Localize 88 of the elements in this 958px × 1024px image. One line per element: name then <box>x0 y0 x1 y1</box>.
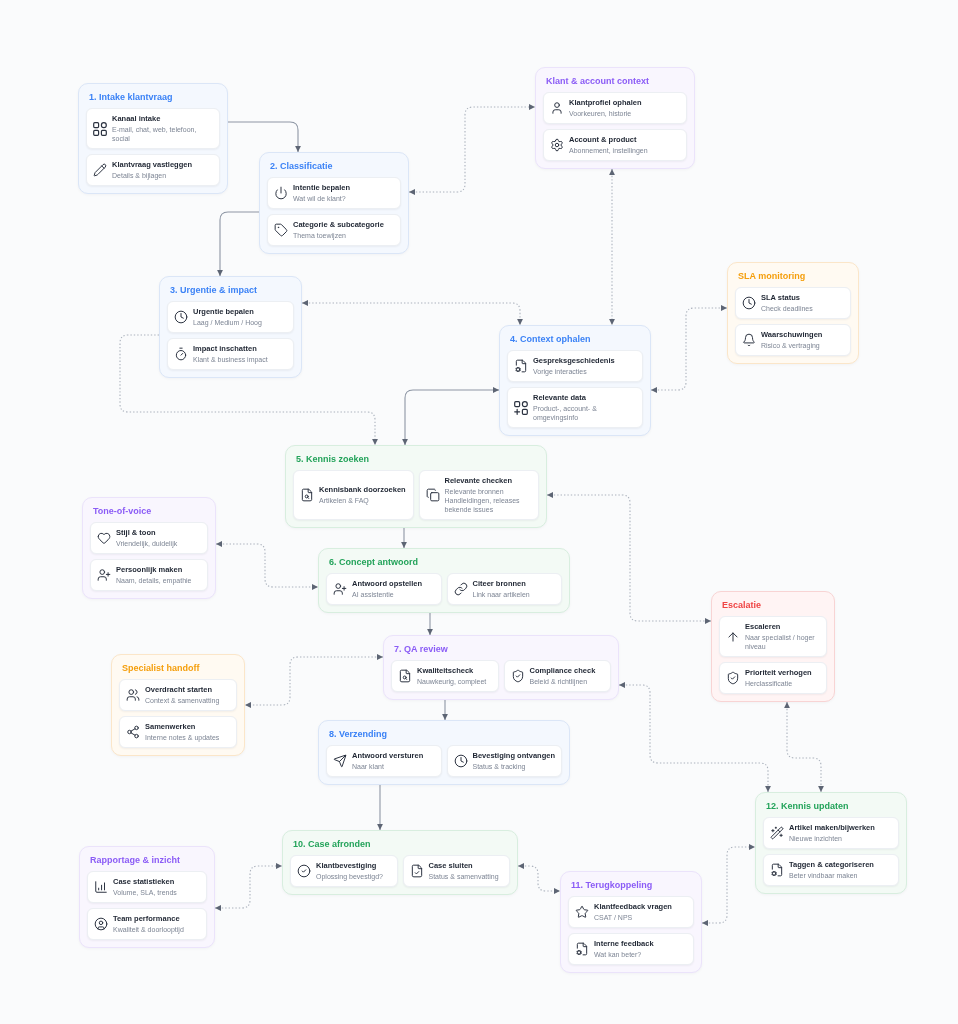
dotted-connector <box>119 334 378 446</box>
step-card <box>86 154 220 186</box>
panel-heading: SLA monitoring <box>737 270 807 283</box>
arrow <box>402 387 500 446</box>
arrow <box>442 699 448 721</box>
step-card <box>507 350 643 382</box>
step-card <box>86 108 220 149</box>
step-card <box>735 324 851 356</box>
panel-heading: 6. Concept antwoord <box>328 556 419 569</box>
step-panel <box>560 871 702 973</box>
step-card <box>719 616 827 657</box>
arrow <box>377 784 383 831</box>
step-panel <box>259 152 409 254</box>
step-panel <box>159 276 302 378</box>
step-card <box>290 855 398 887</box>
step-panel <box>111 654 245 756</box>
dotted-connector <box>301 300 523 326</box>
panel-heading: 5. Kennis zoeken <box>295 453 371 466</box>
step-panel <box>711 591 835 702</box>
step-card <box>543 92 687 124</box>
dotted-connector <box>546 492 712 624</box>
step-panel <box>282 830 518 895</box>
dotted-connector <box>784 701 824 793</box>
dotted-connector <box>517 863 561 894</box>
panel-heading: 2. Classificatie <box>269 160 334 173</box>
panel-heading: 4. Context ophalen <box>509 333 592 346</box>
step-card <box>119 679 237 711</box>
step-panel <box>383 635 619 700</box>
step-panel <box>79 846 215 948</box>
panel-heading: 10. Case afronden <box>292 838 372 851</box>
panel-heading: 12. Kennis updaten <box>765 800 850 813</box>
step-card <box>90 559 208 591</box>
step-card <box>446 745 562 777</box>
panel-heading: Tone-of-voice <box>92 505 153 518</box>
step-card <box>167 338 294 370</box>
step-panel <box>499 325 651 436</box>
step-card <box>402 855 510 887</box>
panel-heading: 11. Terugkoppeling <box>570 879 654 892</box>
step-card <box>326 745 442 777</box>
dotted-connector <box>701 844 756 926</box>
step-panel <box>318 548 570 613</box>
panel-heading: 7. QA review <box>393 643 449 656</box>
dotted-connector <box>244 654 384 708</box>
step-panel <box>727 262 859 364</box>
panel-heading: Klant & account context <box>545 75 650 88</box>
arrow <box>217 211 260 277</box>
step-card <box>391 660 499 692</box>
step-card <box>326 573 442 605</box>
step-card <box>763 817 899 849</box>
step-card <box>87 871 207 903</box>
panel-heading: Specialist handoff <box>121 662 201 675</box>
step-card <box>568 933 694 965</box>
dotted-connector <box>215 541 319 590</box>
step-card <box>719 662 827 694</box>
step-card <box>446 573 562 605</box>
step-card <box>568 896 694 928</box>
step-card <box>503 660 611 692</box>
step-panel <box>82 497 216 599</box>
dotted-connector <box>609 168 615 326</box>
step-card <box>735 287 851 319</box>
panel-heading: Escalatie <box>721 599 763 612</box>
step-card <box>267 214 401 246</box>
arrow <box>227 121 301 153</box>
step-panel <box>755 792 907 894</box>
panel-heading: 8. Verzending <box>328 728 389 741</box>
step-card <box>543 129 687 161</box>
dotted-connector <box>650 305 728 393</box>
arrow <box>427 612 433 636</box>
step-card <box>267 177 401 209</box>
step-panel <box>318 720 570 785</box>
step-card <box>507 387 643 428</box>
step-card <box>167 301 294 333</box>
dotted-connector <box>618 682 771 793</box>
dotted-connector <box>214 863 283 911</box>
step-panel <box>285 445 547 528</box>
step-card <box>119 716 237 748</box>
step-card <box>763 854 899 886</box>
step-card <box>293 470 414 520</box>
step-card <box>90 522 208 554</box>
step-panel <box>535 67 695 169</box>
step-card <box>87 908 207 940</box>
step-panel <box>78 83 228 194</box>
panel-heading: 3. Urgentie & impact <box>169 284 259 297</box>
dotted-connector <box>408 104 536 195</box>
panel-heading: 1. Intake klantvraag <box>88 91 174 104</box>
arrow <box>401 527 407 549</box>
step-card <box>418 470 539 520</box>
panel-heading: Rapportage & inzicht <box>89 854 181 867</box>
